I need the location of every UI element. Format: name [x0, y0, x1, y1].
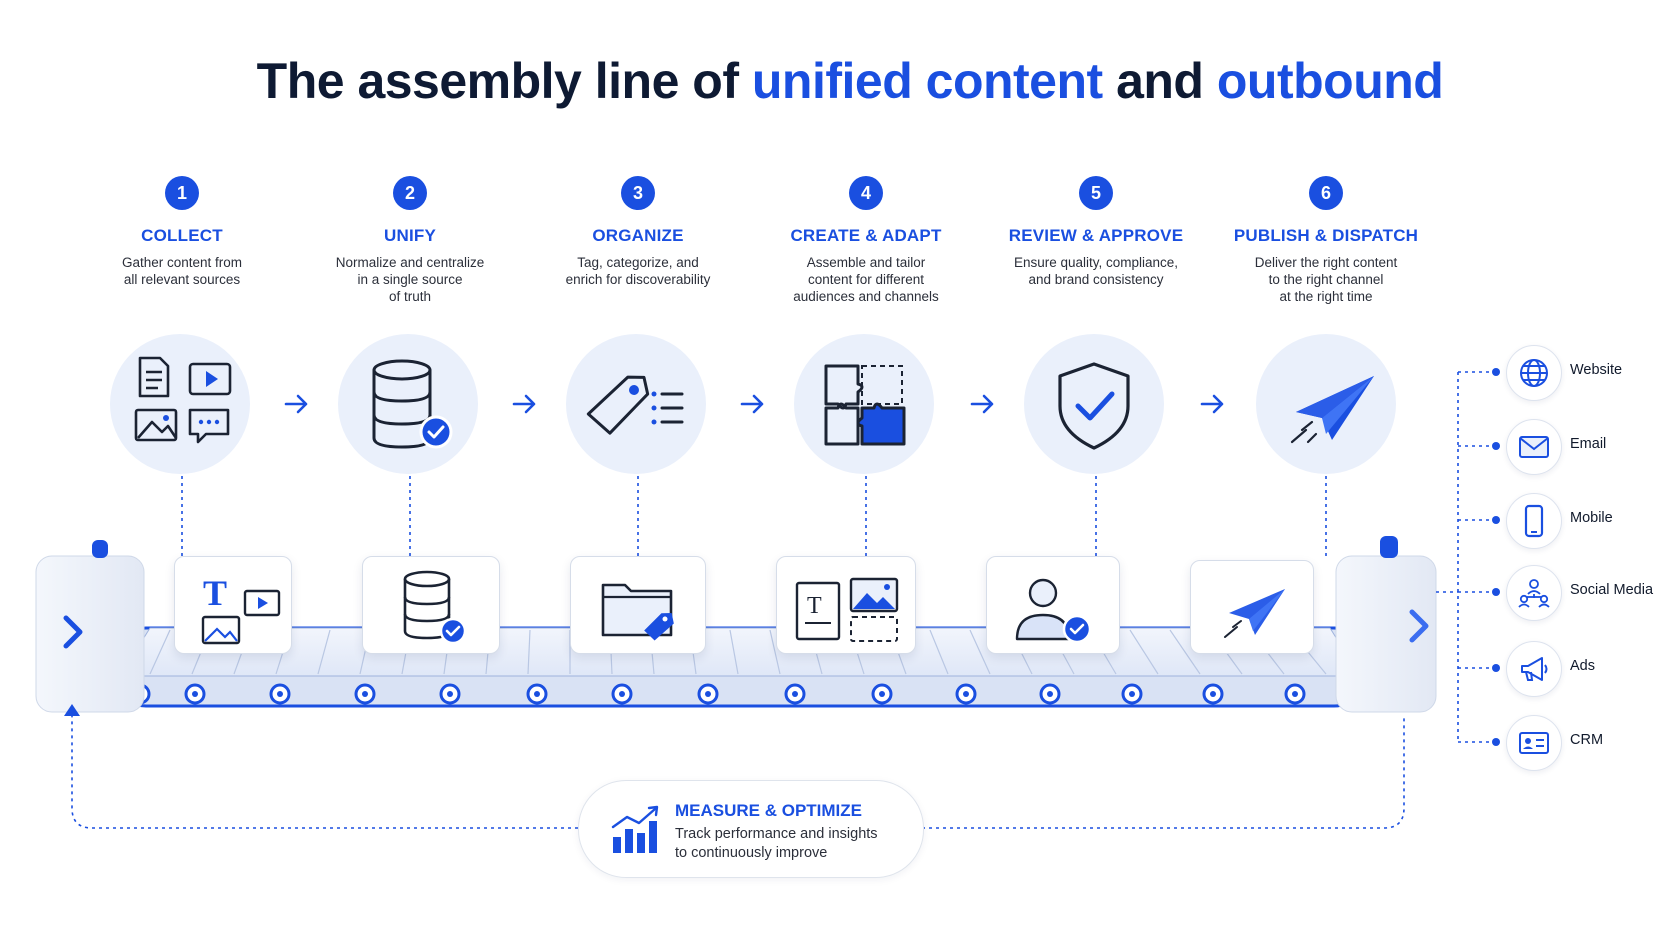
step-name: REVIEW & APPROVE: [1008, 226, 1184, 245]
channel-crm[interactable]: [1506, 715, 1562, 771]
svg-text:T: T: [203, 573, 227, 613]
step-bubble-unify: [338, 334, 478, 474]
bar-chart-growth-icon: [611, 805, 659, 853]
title-text: The assembly line of: [256, 53, 752, 109]
belt-left-block: [35, 540, 145, 713]
page-title: The assembly line of unified content and…: [0, 52, 1672, 110]
up-arrow-icon: [64, 704, 80, 716]
conveyor-belt: [108, 626, 1372, 708]
step-name: PUBLISH & DISPATCH: [1233, 226, 1419, 245]
paper-plane-icon: [1224, 589, 1285, 638]
step-description: Assemble and tailor content for differen…: [793, 255, 939, 304]
step-collect: 1 COLLECT Gather content from all releva…: [72, 176, 292, 288]
chevron-right-icon: [1409, 609, 1429, 643]
tag-list-icon: [586, 375, 684, 435]
belt-card-review-approve: [986, 556, 1120, 654]
channel-connectors: [1436, 371, 1494, 743]
database-check-icon: [372, 359, 453, 449]
channel-email[interactable]: [1506, 419, 1562, 475]
step-number: 1: [165, 176, 199, 210]
step-description: Tag, categorize, and enrich for discover…: [565, 255, 711, 287]
channel-label: Ads: [1570, 658, 1595, 674]
step-bubble-review-approve: [1024, 334, 1164, 474]
step-connectors: [181, 476, 1327, 556]
belt-right-block: [1335, 536, 1437, 713]
step-name: CREATE & ADAPT: [790, 226, 942, 245]
channel-label: Social Media: [1570, 582, 1654, 598]
step-review-approve: 5 REVIEW & APPROVE Ensure quality, compl…: [986, 176, 1206, 288]
step-unify: 2 UNIFY Normalize and centralize in a si…: [300, 176, 520, 305]
user-check-icon: [1015, 578, 1092, 644]
step-bubble-create-adapt: [794, 334, 934, 474]
folder-tag-icon: [601, 583, 674, 641]
step-bubble-organize: [566, 334, 706, 474]
social-network-icon: [1518, 579, 1550, 608]
title-highlight: outbound: [1216, 53, 1444, 109]
step-description: Normalize and centralize in a single sou…: [335, 255, 485, 304]
belt-card-collect: T: [174, 556, 292, 654]
step-publish-dispatch: 6 PUBLISH & DISPATCH Deliver the right c…: [1216, 176, 1436, 305]
database-check-icon: [403, 570, 467, 645]
channel-website[interactable]: [1506, 345, 1562, 401]
step-name: ORGANIZE: [592, 226, 684, 245]
measure-optimize-card: MEASURE & OPTIMIZE Track performance and…: [578, 780, 924, 878]
smartphone-icon: [1524, 504, 1544, 538]
documents-media-icon: [134, 356, 232, 444]
paper-plane-icon: [1290, 376, 1374, 444]
step-number: 5: [1079, 176, 1113, 210]
svg-text:T: T: [807, 593, 822, 619]
step-bubble-publish-dispatch: [1256, 334, 1396, 474]
chevron-right-icon: [63, 615, 83, 649]
title-text: and: [1102, 53, 1217, 109]
channel-label: Mobile: [1570, 510, 1613, 526]
step-organize: 3 ORGANIZE Tag, categorize, and enrich f…: [528, 176, 748, 288]
channel-label: Website: [1570, 362, 1623, 378]
title-highlight: unified content: [751, 53, 1103, 109]
channel-ads[interactable]: [1506, 641, 1562, 697]
step-name: COLLECT: [141, 226, 223, 245]
step-number: 2: [393, 176, 427, 210]
channel-mobile[interactable]: [1506, 493, 1562, 549]
step-number: 6: [1309, 176, 1343, 210]
step-description: Deliver the right content to the right c…: [1254, 255, 1398, 304]
step-number: 3: [621, 176, 655, 210]
belt-card-unify: [362, 556, 500, 654]
step-description: Gather content from all relevant sources: [121, 255, 243, 287]
text-image-video-icon: T: [201, 573, 281, 645]
globe-icon: [1520, 359, 1548, 387]
belt-card-publish-dispatch: [1190, 560, 1314, 654]
step-number: 4: [849, 176, 883, 210]
measure-description: Track performance and insights to contin…: [675, 826, 878, 861]
envelope-icon: [1519, 436, 1549, 458]
belt-card-create-adapt: T: [776, 556, 916, 654]
megaphone-icon: [1521, 657, 1548, 681]
channel-label: CRM: [1570, 732, 1604, 748]
belt-card-organize: [570, 556, 706, 654]
channel-label: Email: [1570, 436, 1607, 452]
puzzle-icon: [824, 364, 906, 446]
text-image-layout-icon: T: [795, 577, 899, 642]
step-description: Ensure quality, compliance, and brand co…: [1013, 255, 1179, 287]
flow-arrows: [284, 394, 1224, 414]
feedback-loop: [71, 714, 1405, 829]
step-name: UNIFY: [384, 226, 436, 245]
contact-card-icon: [1519, 732, 1549, 754]
step-bubble-collect: [110, 334, 250, 474]
step-create-adapt: 4 CREATE & ADAPT Assemble and tailor con…: [756, 176, 976, 305]
measure-title: MEASURE & OPTIMIZE: [675, 801, 863, 820]
channel-social-media[interactable]: [1506, 565, 1562, 621]
shield-check-icon: [1058, 362, 1130, 450]
